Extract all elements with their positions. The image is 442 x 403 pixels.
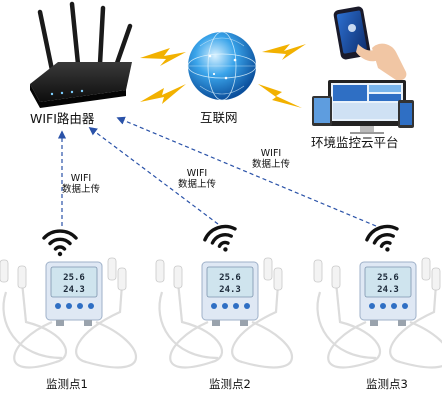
sensor-button [244, 303, 250, 309]
sensor-button [66, 303, 72, 309]
sensor-connector [56, 320, 64, 326]
wifi-upload-label-2-line1: WIFI [186, 168, 208, 179]
sensor-device-3: 25.6 24.3 [313, 257, 442, 369]
sensor-reading-top: 25.6 [63, 273, 85, 283]
monitor-icon [312, 80, 414, 134]
sensor-cable [169, 281, 223, 369]
sensor-button [55, 303, 61, 309]
upload-arrow-3 [116, 116, 377, 227]
sensor-cable [316, 291, 377, 360]
wifi-upload-label-1: WIFI 数据上传 [62, 173, 100, 195]
sensor-lcd [206, 266, 254, 298]
sensor-probe-icon [421, 257, 431, 281]
wifi-icon-3 [365, 224, 399, 252]
sensor-device-2: 25.6 24.3 [155, 257, 293, 369]
lightning-right-top-icon [262, 44, 306, 60]
wifi-icon-1 [42, 229, 78, 257]
sensor-probe-icon [273, 267, 283, 291]
internet-label: 互联网 [200, 110, 238, 125]
sensor-cable [75, 283, 137, 369]
sensor-device-1: 25.6 24.3 [0, 257, 137, 369]
wifi-upload-label-2-line2: 数据上传 [178, 179, 217, 190]
sensor-connector [398, 320, 406, 326]
router-icon [30, 1, 133, 108]
wifi-upload-label-1-line1: WIFI [70, 173, 92, 184]
sensor-probe-icon [17, 265, 27, 289]
device-label-1: 监测点1 [46, 377, 88, 391]
upload-arrow-2 [88, 126, 219, 225]
globe-icon [187, 31, 257, 101]
sensor-cable [13, 281, 67, 369]
sensor-probe-icon [117, 267, 127, 291]
lightning-left-top-icon [140, 48, 186, 66]
sensor-connector [240, 320, 248, 326]
sensor-button [391, 303, 397, 309]
sensor-connector [370, 320, 378, 326]
sensor-connector [84, 320, 92, 326]
sensor-button [211, 303, 217, 309]
sensor-probe-icon [173, 265, 183, 289]
sensor-button [222, 303, 228, 309]
device-label-2: 监测点2 [209, 377, 251, 391]
wifi-upload-label-1-line2: 数据上传 [62, 184, 101, 195]
sensor-lcd [50, 266, 98, 298]
sensor-button [77, 303, 83, 309]
lightning-left-bottom-icon [140, 84, 186, 104]
sensor-button [402, 303, 408, 309]
sensor-reading-bottom: 24.3 [377, 285, 399, 295]
phone-icon [333, 6, 407, 81]
sensor-reading-top: 25.6 [219, 273, 241, 283]
wifi-upload-label-3-line1: WIFI [260, 148, 282, 159]
device-label-3: 监测点3 [366, 377, 408, 391]
sensor-probe-icon [0, 259, 9, 283]
router-label: WIFI路由器 [30, 111, 95, 126]
sensor-cable [2, 291, 63, 360]
sensor-cable [158, 291, 219, 360]
sensor-connector [212, 320, 220, 326]
sensor-cable [327, 281, 381, 369]
sensor-probe-icon [313, 259, 323, 283]
sensor-reading-bottom: 24.3 [63, 285, 85, 295]
sensor-probe-icon [331, 265, 341, 289]
wifi-icon-2 [203, 224, 237, 252]
sensor-reading-bottom: 24.3 [219, 285, 241, 295]
sensor-probe-icon [155, 259, 165, 283]
sensor-button [233, 303, 239, 309]
sensor-cable [231, 283, 293, 369]
sensor-button [380, 303, 386, 309]
sensor-probe-icon [263, 257, 273, 281]
wifi-upload-label-3: WIFI 数据上传 [252, 148, 290, 170]
platform-label: 环境监控云平台 [311, 135, 399, 150]
sensor-button [369, 303, 375, 309]
wifi-upload-label-3-line2: 数据上传 [252, 159, 291, 170]
lightning-right-bottom-icon [258, 84, 302, 108]
sensor-reading-top: 25.6 [377, 273, 399, 283]
sensor-lcd [364, 266, 412, 298]
sensor-probe-icon [107, 257, 117, 281]
sensor-probe-icon [431, 267, 441, 291]
sensor-button [88, 303, 94, 309]
wifi-upload-label-2: WIFI 数据上传 [178, 168, 216, 190]
